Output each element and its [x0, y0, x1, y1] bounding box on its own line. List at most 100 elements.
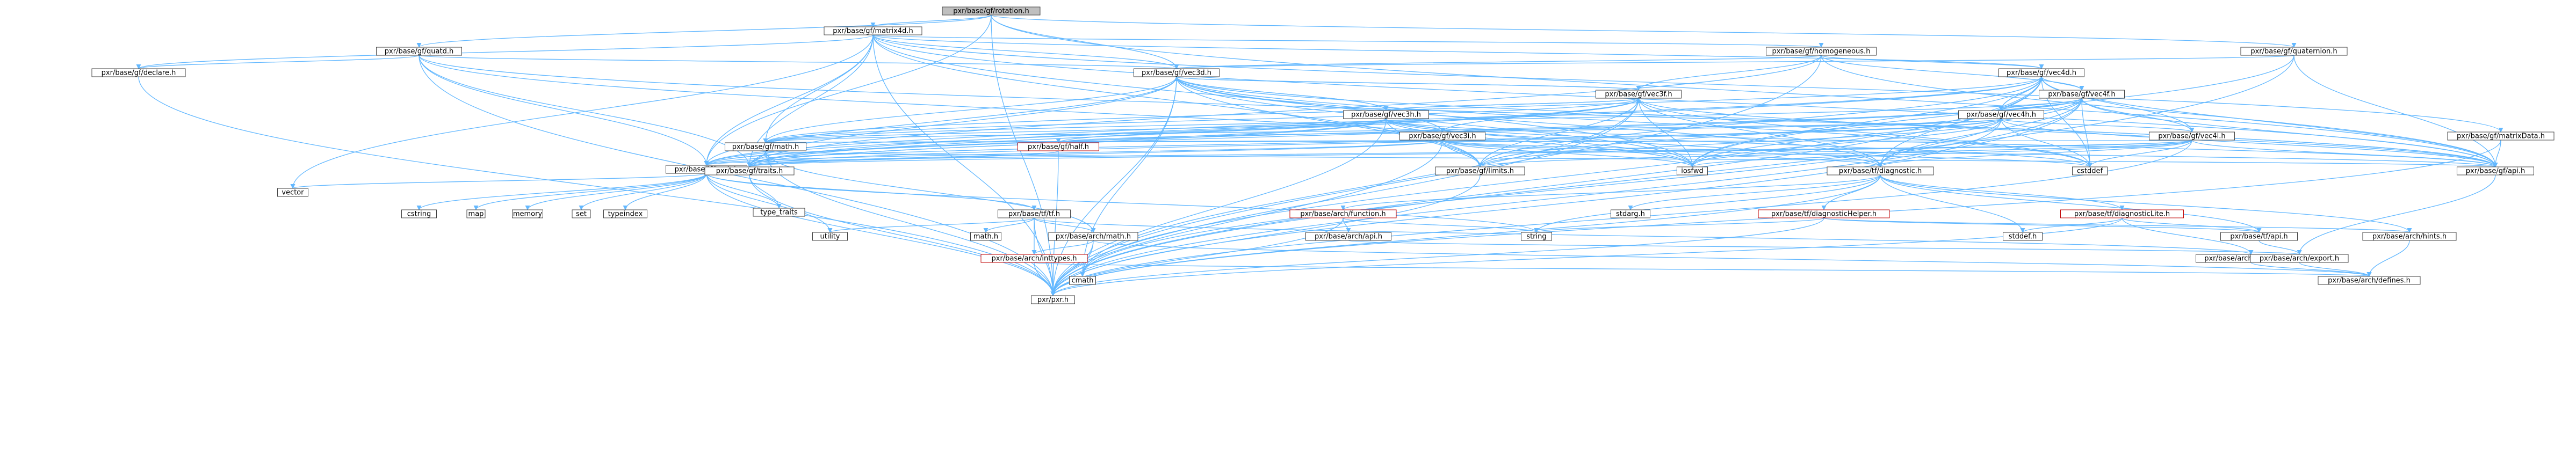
node-box — [1069, 276, 1096, 285]
edge-vec3h-to-limits — [1386, 118, 1483, 167]
node-label: cstddef — [2077, 167, 2103, 175]
edge-rotation-to-hash — [704, 14, 992, 166]
node-matrixData[interactable]: pxr/base/gf/matrixData.h — [2447, 131, 2555, 141]
node-vec4f[interactable]: pxr/base/gf/vec4f.h — [2039, 90, 2125, 99]
edge-tf-to-mathh — [983, 217, 1035, 233]
edge-vec3d-to-gfmath — [763, 76, 1177, 143]
edge-archBuildMode-to-archDefines — [2250, 262, 2372, 277]
node-quatd[interactable]: pxr/base/gf/quatd.h — [376, 47, 462, 56]
edge-vec3h-to-diagnostic — [1386, 118, 1883, 167]
edge-quaternion-to-pxr — [1050, 55, 2294, 296]
node-label: pxr/base/gf/rotation.h — [953, 8, 1029, 16]
edge-half-to-traits — [747, 150, 1059, 167]
node-vec3f[interactable]: pxr/base/gf/vec3f.h — [1596, 90, 1682, 99]
node-vec3i[interactable]: pxr/base/gf/vec3i.h — [1399, 131, 1485, 141]
node-archExport[interactable]: pxr/base/arch/export.h — [2250, 254, 2349, 263]
node-label: pxr/base/gf/vec4f.h — [2048, 91, 2115, 99]
node-string[interactable]: string — [1521, 232, 1552, 241]
edge-vec4i-to-hash — [704, 140, 2192, 166]
node-half[interactable]: pxr/base/gf/half.h — [1018, 142, 1099, 151]
node-label: type_traits — [760, 209, 798, 217]
node-archInttypes[interactable]: pxr/base/arch/inttypes.h — [980, 254, 1088, 263]
edge-vec4i-to-diagnostic — [1878, 140, 2192, 167]
edge-quatd-to-iosfwd — [418, 55, 1695, 167]
node-stdarg[interactable]: stdarg.h — [1611, 209, 1650, 218]
node-cmath[interactable]: cmath — [1069, 276, 1096, 285]
node-vec3d[interactable]: pxr/base/gf/vec3d.h — [1134, 68, 1220, 77]
node-label: pxr/base/gf/vec3d.h — [1142, 69, 1211, 77]
node-gfapi[interactable]: pxr/base/gf/api.h — [2457, 166, 2534, 175]
node-traits[interactable]: pxr/base/gf/traits.h — [704, 166, 795, 175]
node-diagnosticHelper[interactable]: pxr/base/tf/diagnosticHelper.h — [1758, 209, 1890, 218]
node-tfapi[interactable]: pxr/base/tf/api.h — [2220, 232, 2298, 241]
node-homogeneous[interactable]: pxr/base/gf/homogeneous.h — [1766, 47, 1877, 56]
node-archHints[interactable]: pxr/base/arch/hints.h — [2362, 232, 2457, 241]
edge-homogeneous-to-vec4d — [1821, 55, 2044, 69]
edge-vec4h-to-vec4f — [2001, 98, 2084, 111]
edge-hash-to-pxr — [706, 173, 1056, 296]
edge-vec3i-to-cstddef — [1442, 140, 2092, 167]
edge-hash-to-cstring — [416, 173, 707, 210]
edge-archMath-to-archInttypes — [1031, 240, 1094, 255]
node-vec4d[interactable]: pxr/base/gf/vec4d.h — [1998, 68, 2084, 77]
edge-vec3i-to-limits — [1442, 140, 1483, 167]
node-memory[interactable]: memory — [512, 209, 543, 218]
node-gfmath[interactable]: pxr/base/gf/math.h — [725, 142, 806, 151]
node-box — [1677, 166, 1708, 175]
node-diagnostic[interactable]: pxr/base/tf/diagnostic.h — [1827, 166, 1934, 175]
edge-archFunction-to-string — [1343, 217, 1539, 233]
node-map[interactable]: map — [466, 209, 486, 218]
node-cstring[interactable]: cstring — [401, 209, 437, 218]
node-utility[interactable]: utility — [812, 232, 848, 241]
node-vec4h[interactable]: pxr/base/gf/vec4h.h — [1958, 110, 2044, 119]
node-cstddef[interactable]: cstddef — [2072, 166, 2108, 175]
node-vec4i[interactable]: pxr/base/gf/vec4i.h — [2149, 131, 2235, 141]
edge-hash-to-memory — [525, 173, 707, 210]
node-archDefines[interactable]: pxr/base/arch/defines.h — [2318, 276, 2421, 285]
node-diagnosticLite[interactable]: pxr/base/tf/diagnosticLite.h — [2060, 209, 2184, 218]
node-type_traits[interactable]: type_traits — [753, 208, 805, 217]
node-tf[interactable]: pxr/base/tf/tf.h — [998, 209, 1071, 218]
node-label: pxr/base/gf/half.h — [1028, 143, 1089, 151]
edge-archMath-to-archDefines — [1093, 240, 2371, 277]
node-set[interactable]: set — [572, 209, 591, 218]
node-limits[interactable]: pxr/base/gf/limits.h — [1435, 166, 1525, 175]
edge-vec3d-to-cmath — [1080, 76, 1177, 277]
node-quaternion[interactable]: pxr/base/gf/quaternion.h — [2240, 47, 2348, 56]
edge-diagnostic-to-diagnosticLite — [1880, 174, 2125, 210]
edge-homogeneous-to-gfapi — [1821, 55, 2498, 167]
edge-vec4f-to-pxr — [1050, 98, 2082, 296]
node-label: string — [1526, 233, 1546, 241]
node-archApi[interactable]: pxr/base/arch/api.h — [1305, 232, 1391, 241]
node-box — [2362, 232, 2457, 241]
node-matrix4d[interactable]: pxr/base/gf/matrix4d.h — [824, 26, 922, 35]
node-label: pxr/pxr.h — [1037, 296, 1069, 304]
edge-vec4i-to-cstddef — [2087, 140, 2192, 167]
node-mathh[interactable]: math.h — [970, 232, 1001, 241]
edge-vec4f-to-gfapi — [2081, 98, 2498, 167]
node-label: pxr/base/arch/export.h — [2260, 255, 2339, 263]
edge-vec3f-to-gfmath — [763, 98, 1639, 143]
edge-rotation-to-matrix4d — [870, 14, 992, 27]
node-archMath[interactable]: pxr/base/arch/math.h — [1048, 232, 1138, 241]
node-declare[interactable]: pxr/base/gf/declare.h — [91, 68, 186, 77]
node-box — [277, 188, 308, 197]
node-pxr[interactable]: pxr/pxr.h — [1031, 295, 1075, 304]
edge-quaternion-to-vec3d — [1175, 55, 2294, 69]
node-box — [2060, 209, 2184, 218]
node-box — [2250, 254, 2349, 263]
node-label: pxr/base/gf/limits.h — [1446, 167, 1514, 175]
node-label: stddef.h — [2009, 233, 2037, 241]
edge-half-to-pxr — [1050, 150, 1059, 296]
node-iosfwd[interactable]: iosfwd — [1677, 166, 1708, 175]
node-vector[interactable]: vector — [277, 188, 308, 197]
node-stddef[interactable]: stddef.h — [2003, 232, 2043, 241]
node-box — [603, 209, 647, 218]
node-archFunction[interactable]: pxr/base/arch/function.h — [1289, 209, 1397, 218]
edge-archMath-to-cmath — [1080, 240, 1094, 277]
node-label: pxr/base/arch/inttypes.h — [992, 255, 1077, 263]
node-typeindex[interactable]: typeindex — [603, 209, 647, 218]
edge-vec4h-to-gfmath — [763, 118, 2002, 143]
node-vec3h[interactable]: pxr/base/gf/vec3h.h — [1343, 110, 1429, 119]
node-box — [1018, 142, 1099, 151]
